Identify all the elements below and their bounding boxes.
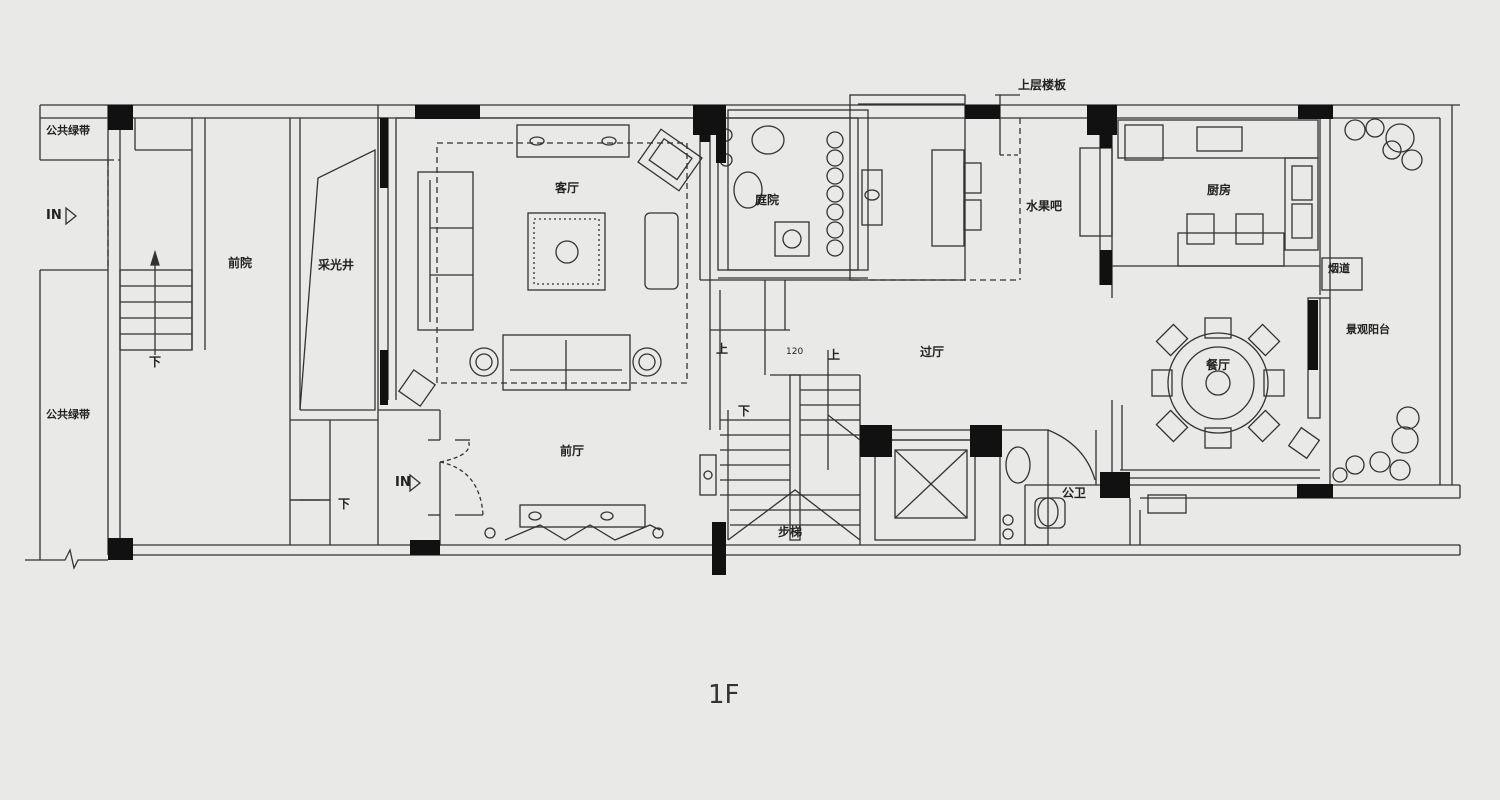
front-yard-label: 前院 <box>228 256 253 270</box>
entry-in-top-label: IN <box>46 208 62 223</box>
hall-label: 过厅 <box>920 345 945 359</box>
courtyard-label: 庭院 <box>755 193 780 207</box>
public-green-left-label: 公共绿带 <box>46 408 90 421</box>
lightwell-label: 采光井 <box>318 258 355 272</box>
dining-room-label: 餐厅 <box>1206 358 1231 372</box>
down-label-front-yard: 下 <box>149 355 162 369</box>
entry-in-bottom-label: IN <box>395 475 411 490</box>
scenic-balcony-label: 景观阳台 <box>1346 323 1390 336</box>
kitchen-label: 厨房 <box>1207 183 1232 197</box>
down-label-stair: 下 <box>738 404 751 418</box>
stair-area-label: 步梯 <box>778 525 803 539</box>
up-label-1: 上 <box>716 342 729 356</box>
floor-level-label: 1F <box>708 680 740 710</box>
chimney-label: 烟道 <box>1328 262 1350 275</box>
stair-width-label: 120 <box>786 347 804 357</box>
public-green-top-label: 公共绿带 <box>46 124 90 137</box>
up-label-2: 上 <box>828 348 841 362</box>
fruit-bar-label: 水果吧 <box>1026 199 1063 213</box>
down-label-lightwell: 下 <box>338 497 351 511</box>
public-wc-label: 公卫 <box>1062 486 1087 500</box>
living-room-label: 客厅 <box>555 181 580 195</box>
upper-floor-slab-label: 上层楼板 <box>1018 78 1067 92</box>
foyer-label: 前厅 <box>560 444 585 458</box>
